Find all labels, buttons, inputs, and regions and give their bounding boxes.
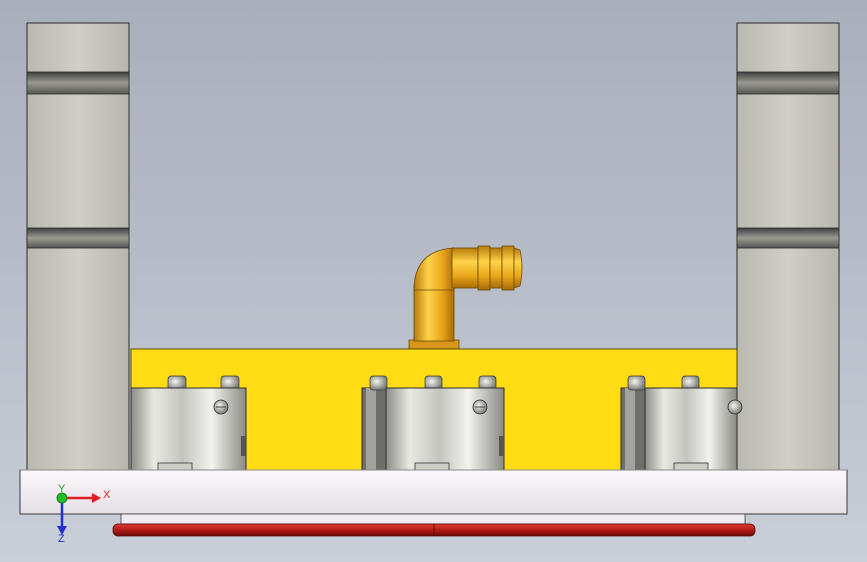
left-column[interactable] <box>26 22 130 474</box>
bottom-red-strip[interactable] <box>112 513 756 537</box>
right-column[interactable] <box>736 22 840 474</box>
z-arrowhead-icon <box>57 526 67 535</box>
cylinder-unit-left[interactable] <box>130 375 247 474</box>
base-plate[interactable] <box>19 469 848 515</box>
x-axis-label: X <box>103 489 111 501</box>
coordinate-triad: X Y Z <box>56 483 111 545</box>
y-axis-label: Y <box>58 483 66 495</box>
elbow-fitting[interactable] <box>408 245 523 351</box>
y-axis-dot-icon <box>56 492 68 504</box>
cylinder-unit-center[interactable] <box>361 375 505 474</box>
z-axis-label: Z <box>58 533 65 545</box>
cylinder-unit-right[interactable] <box>620 375 743 474</box>
x-arrowhead-icon <box>92 493 101 503</box>
